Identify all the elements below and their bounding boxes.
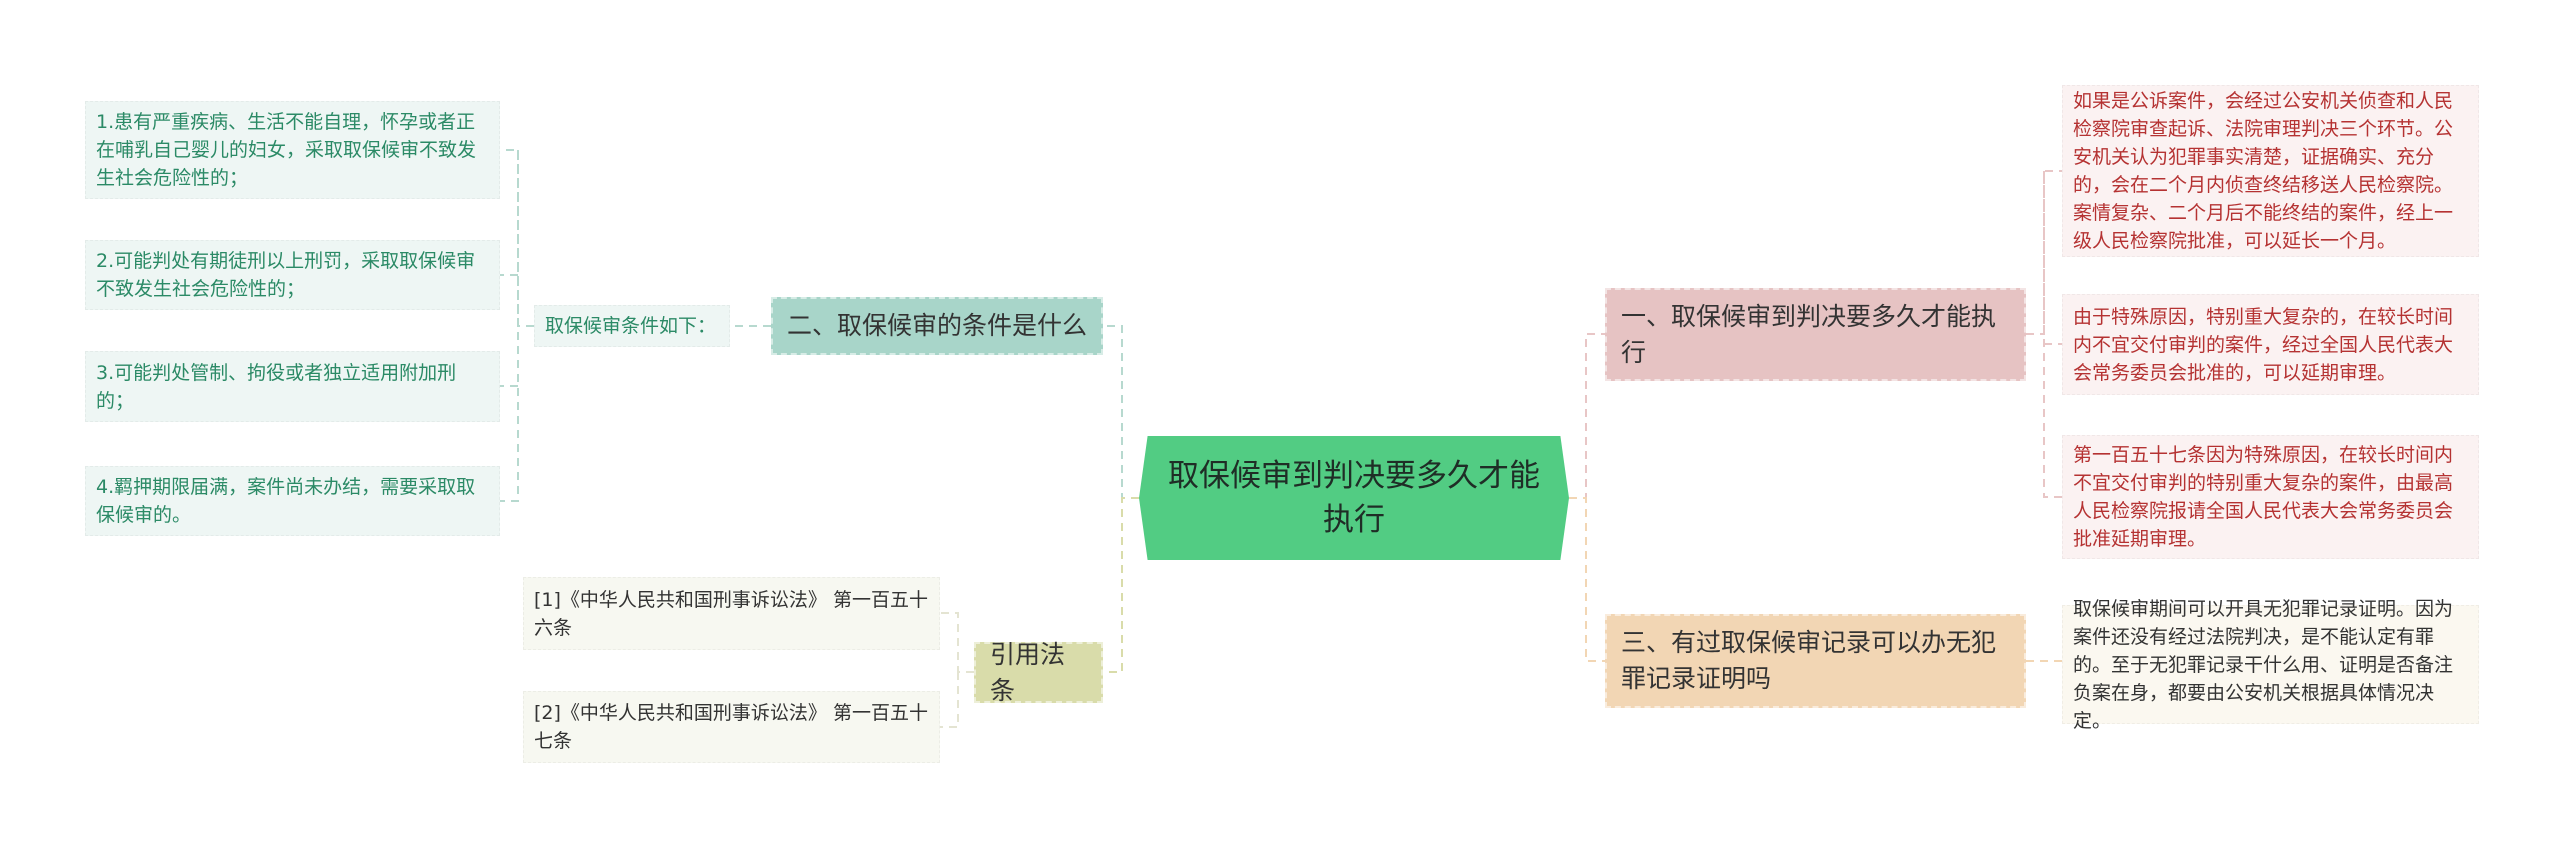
- duration-item[interactable]: 如果是公诉案件，会经过公安机关侦查和人民检察院审查起诉、法院审理判决三个环节。公…: [2062, 85, 2479, 257]
- central-topic[interactable]: 取保候审到判决要多久才能执行: [1139, 436, 1569, 560]
- condition-item-label: 3.可能判处管制、拘役或者独立适用附加刑的；: [96, 361, 457, 412]
- conditions-intro-label: 取保候审条件如下：: [545, 315, 717, 337]
- condition-item-label: 1.患有严重疾病、生活不能自理，怀孕或者正在哺乳自己婴儿的妇女，采取取保候审不致…: [96, 111, 477, 189]
- branch-conditions-label: 二、取保候审的条件是什么: [787, 311, 1088, 340]
- branch-references-label: 引用法条: [990, 639, 1066, 705]
- condition-item-label: 4.羁押期限届满，案件尚未办结，需要采取取保候审的。: [96, 476, 476, 526]
- reference-item[interactable]: [2]《中华人民共和国刑事诉讼法》 第一百五十七条: [523, 691, 940, 763]
- record-item[interactable]: 取保候审期间可以开具无犯罪记录证明。因为案件还没有经过法院判决，是不能认定有罪的…: [2062, 598, 2479, 732]
- condition-item[interactable]: 3.可能判处管制、拘役或者独立适用附加刑的；: [85, 351, 500, 422]
- branch-record[interactable]: 三、有过取保候审记录可以办无犯罪记录证明吗: [1605, 614, 2026, 708]
- branch-references[interactable]: 引用法条: [974, 640, 1103, 705]
- branch-duration-label: 一、取保候审到判决要多久才能执行: [1621, 301, 1997, 367]
- reference-item-label: [1]《中华人民共和国刑事诉讼法》 第一百五十六条: [534, 588, 928, 639]
- duration-item-label: 第一百五十七条因为特殊原因，在较长时间内不宜交付审判的特别重大复杂的案件，由最高…: [2073, 444, 2454, 550]
- condition-item-label: 2.可能判处有期徒刑以上刑罚，采取取保候审不致发生社会危险性的；: [96, 250, 476, 300]
- duration-item[interactable]: 第一百五十七条因为特殊原因，在较长时间内不宜交付审判的特别重大复杂的案件，由最高…: [2062, 435, 2479, 559]
- condition-item[interactable]: 4.羁押期限届满，案件尚未办结，需要采取取保候审的。: [85, 466, 500, 536]
- record-item-label: 取保候审期间可以开具无犯罪记录证明。因为案件还没有经过法院判决，是不能认定有罪的…: [2073, 597, 2454, 732]
- reference-item-label: [2]《中华人民共和国刑事诉讼法》 第一百五十七条: [534, 702, 928, 752]
- conditions-intro[interactable]: 取保候审条件如下：: [534, 305, 730, 347]
- condition-item[interactable]: 2.可能判处有期徒刑以上刑罚，采取取保候审不致发生社会危险性的；: [85, 240, 500, 310]
- duration-item-label: 如果是公诉案件，会经过公安机关侦查和人民检察院审查起诉、法院审理判决三个环节。公…: [2073, 90, 2454, 252]
- branch-record-label: 三、有过取保候审记录可以办无犯罪记录证明吗: [1621, 628, 1997, 693]
- branch-conditions[interactable]: 二、取保候审的条件是什么: [771, 297, 1103, 355]
- reference-item[interactable]: [1]《中华人民共和国刑事诉讼法》 第一百五十六条: [523, 577, 940, 650]
- duration-item-label: 由于特殊原因，特别重大复杂的，在较长时间内不宜交付审判的案件，经过全国人民代表大…: [2073, 305, 2454, 384]
- duration-item[interactable]: 由于特殊原因，特别重大复杂的，在较长时间内不宜交付审判的案件，经过全国人民代表大…: [2062, 294, 2479, 395]
- branch-duration[interactable]: 一、取保候审到判决要多久才能执行: [1605, 288, 2026, 381]
- condition-item[interactable]: 1.患有严重疾病、生活不能自理，怀孕或者正在哺乳自己婴儿的妇女，采取取保候审不致…: [85, 101, 500, 199]
- central-topic-label: 取保候审到判决要多久才能执行: [1168, 458, 1540, 538]
